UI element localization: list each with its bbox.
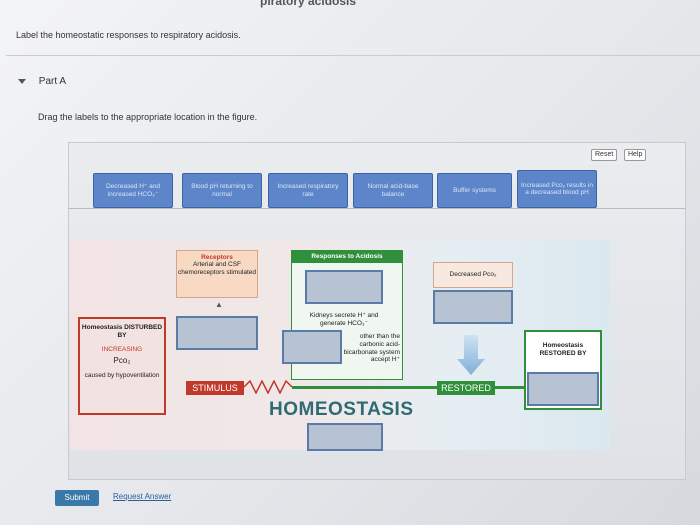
label-tile-increased-pco2[interactable]: Increased Pco₂ results in a decreased bl…: [517, 170, 597, 208]
restored-by-title: Homeostasis RESTORED BY: [539, 342, 587, 357]
drop-target-homeostasis[interactable]: [307, 423, 383, 451]
part-label: Part A: [38, 76, 67, 87]
caused-by-text: caused by hypoventilation: [84, 371, 160, 379]
disturbed-box: Homeostasis DISTURBED BY INCREASING Pco₂…: [78, 317, 166, 415]
drop-target-response-1[interactable]: [305, 270, 383, 304]
drop-target-response-2[interactable]: [282, 330, 342, 364]
other-than-text: other than the carbonic acid-bicarbonate…: [343, 333, 400, 364]
request-answer-link[interactable]: Request Answer: [113, 492, 172, 501]
receptors-title: Receptors: [201, 254, 233, 261]
stimulus-label: STIMULUS: [186, 381, 244, 395]
kidneys-text: Kidneys secrete H⁺ and generate HCO₃⁻: [309, 312, 379, 327]
label-tile-normal-balance[interactable]: Normal acid-base balance: [353, 173, 433, 208]
decreased-pco2-text: Decreased Pco₂: [449, 271, 497, 278]
pco2-text: Pco₂: [113, 356, 131, 366]
instruction-text: Label the homeostatic responses to respi…: [16, 30, 241, 40]
homeostasis-title: HOMEOSTASIS: [269, 399, 414, 420]
restored-line: [292, 386, 437, 389]
receptors-box: Receptors Arterial and CSF chemoreceptor…: [176, 250, 258, 298]
drop-target-restored[interactable]: [527, 372, 599, 406]
stimulus-zigzag-icon: [244, 380, 292, 394]
tile-area-divider: [68, 208, 686, 209]
disturbed-title: Homeostasis DISTURBED BY: [81, 324, 163, 339]
decreased-pco2-box: Decreased Pco₂: [433, 262, 513, 288]
increasing-text: INCREASING: [101, 345, 143, 353]
restored-label: RESTORED: [437, 381, 495, 395]
reset-button[interactable]: Reset: [591, 149, 618, 161]
restored-line-right: [495, 386, 525, 389]
arrow-up-icon: ▲: [215, 300, 223, 309]
task-text: Drag the labels to the appropriate locat…: [38, 112, 258, 122]
receptors-text: Arterial and CSF chemoreceptors stimulat…: [177, 261, 257, 276]
drop-target-receptors[interactable]: [176, 316, 258, 350]
label-tile-buffer[interactable]: Buffer systems: [437, 173, 512, 208]
label-tile-decreased-h[interactable]: Decreased H⁺ and increased HCO₃⁻: [93, 173, 173, 208]
part-a-toggle[interactable]: Part A: [18, 76, 66, 87]
page-top-title: piratory acidosis: [260, 0, 357, 8]
divider: [6, 55, 700, 56]
responses-title: Responses to Acidosis: [292, 251, 402, 263]
submit-button[interactable]: Submit: [55, 490, 99, 506]
drop-target-decreased[interactable]: [433, 290, 513, 324]
label-tile-blood-ph[interactable]: Blood pH returning to normal: [182, 173, 262, 208]
help-button[interactable]: Help: [624, 149, 647, 161]
label-tile-increased-resp[interactable]: Increased respiratory rate: [268, 173, 348, 208]
collapse-triangle-icon: [18, 78, 26, 84]
